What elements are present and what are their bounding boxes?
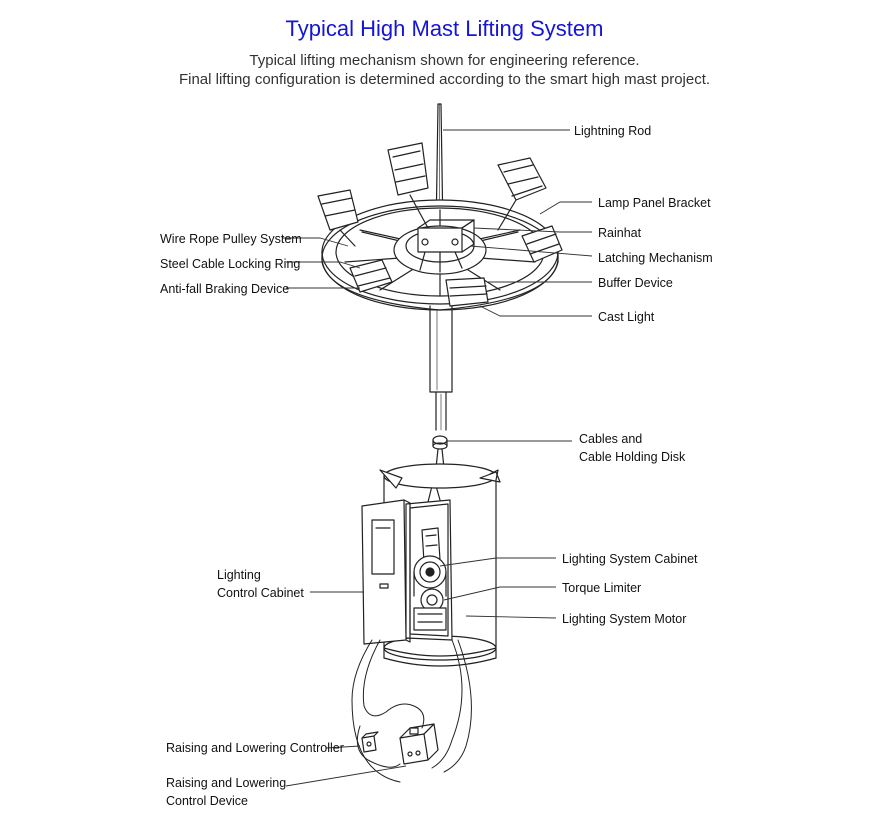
label-steel-cable-ring: Steel Cable Locking Ring (160, 257, 300, 271)
lamp-panel-front (445, 277, 489, 307)
label-raising-device-line1: Raising and Lowering (166, 776, 286, 790)
label-lighting-system-motor: Lighting System Motor (562, 612, 686, 626)
winch-machinery-drawing (413, 527, 447, 631)
label-rainhat: Rainhat (598, 226, 642, 240)
lamp-panel-front-left (349, 259, 393, 293)
lamp-panel-left (317, 189, 359, 247)
label-cables-line1: Cables and (579, 432, 642, 446)
label-torque-limiter: Torque Limiter (562, 581, 641, 595)
subtitle-line-1: Typical lifting mechanism shown for engi… (249, 52, 640, 69)
label-lamp-panel-bracket: Lamp Panel Bracket (598, 196, 711, 210)
label-raising-device-line2: Control Device (166, 794, 248, 808)
label-cast-light: Cast Light (598, 310, 655, 324)
label-lighting-system-cabinet: Lighting System Cabinet (562, 552, 698, 566)
label-cables-line2: Cable Holding Disk (579, 450, 686, 464)
hub-drawing (393, 219, 487, 275)
label-latching-mechanism: Latching Mechanism (598, 251, 713, 265)
label-buffer-device: Buffer Device (598, 276, 673, 290)
label-wire-rope-pulley: Wire Rope Pulley System (160, 232, 302, 246)
page-title: Typical High Mast Lifting System (285, 16, 604, 41)
lighting-control-cabinet-drawing (361, 499, 411, 645)
label-lightning-rod: Lightning Rod (574, 124, 651, 138)
label-raising-controller: Raising and Lowering Controller (166, 741, 344, 755)
label-lighting-control-line1: Lighting (217, 568, 261, 582)
lamp-panel-back-left (387, 142, 429, 229)
label-anti-fall: Anti-fall Braking Device (160, 282, 289, 296)
control-cables-drawing (351, 639, 472, 783)
raising-lowering-controller-drawing (361, 731, 379, 753)
mast-column-drawing (429, 305, 453, 431)
base-cylinder-drawing (379, 463, 501, 667)
lamp-panel-back-right (497, 157, 547, 231)
label-lighting-control-line2: Control Cabinet (217, 586, 304, 600)
subtitle-line-2: Final lifting configuration is determine… (178, 71, 711, 88)
raising-lowering-control-device-drawing (399, 723, 439, 765)
